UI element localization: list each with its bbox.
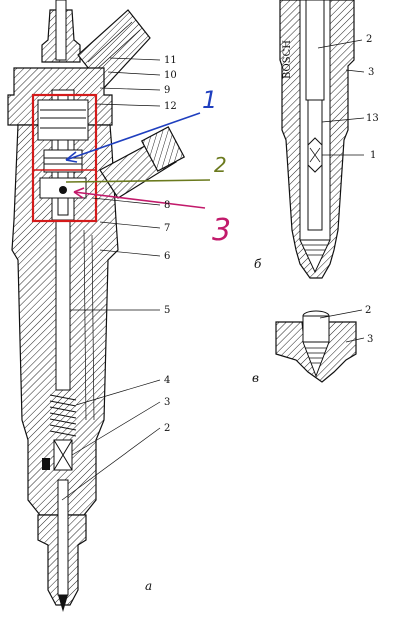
label-12: 12 [164,101,177,112]
label-b-13: 13 [366,113,379,124]
label-5: 5 [164,305,170,316]
tip-view-v [275,310,357,383]
annotation-2: 2 [214,153,227,177]
label-b-3: 3 [368,67,374,78]
view-label-v: в [252,371,259,385]
spring [49,394,77,437]
nozzle-view-b: BOSCH [279,0,355,279]
view-label-a: а [145,579,152,593]
label-b-1: 1 [370,150,376,161]
view-label-b: б [254,257,262,271]
annotation-3: 3 [212,213,231,248]
label-9: 9 [164,85,170,96]
annotation-arrows [65,112,211,209]
leader-lines-v [319,309,365,343]
leader-lines-a [61,57,161,501]
label-2: 2 [164,423,170,434]
label-11: 11 [164,55,177,66]
annotation-1: 1 [202,86,217,114]
label-6: 6 [164,251,170,262]
label-3: 3 [164,397,170,408]
label-4: 4 [164,375,170,386]
label-b-2: 2 [366,34,372,45]
label-8: 8 [164,200,170,211]
annotation-arrow-2 [65,179,211,183]
highlight-box [31,93,98,223]
annotation-arrow-1 [65,112,201,161]
label-7: 7 [164,223,170,234]
label-v-3: 3 [367,334,373,345]
label-10: 10 [164,70,177,81]
label-v-2: 2 [365,305,371,316]
annotation-arrow-3 [73,191,206,209]
leader-lines-b [317,39,365,156]
bosch-marking: BOSCH [282,40,293,79]
injector-view-a [7,0,186,612]
